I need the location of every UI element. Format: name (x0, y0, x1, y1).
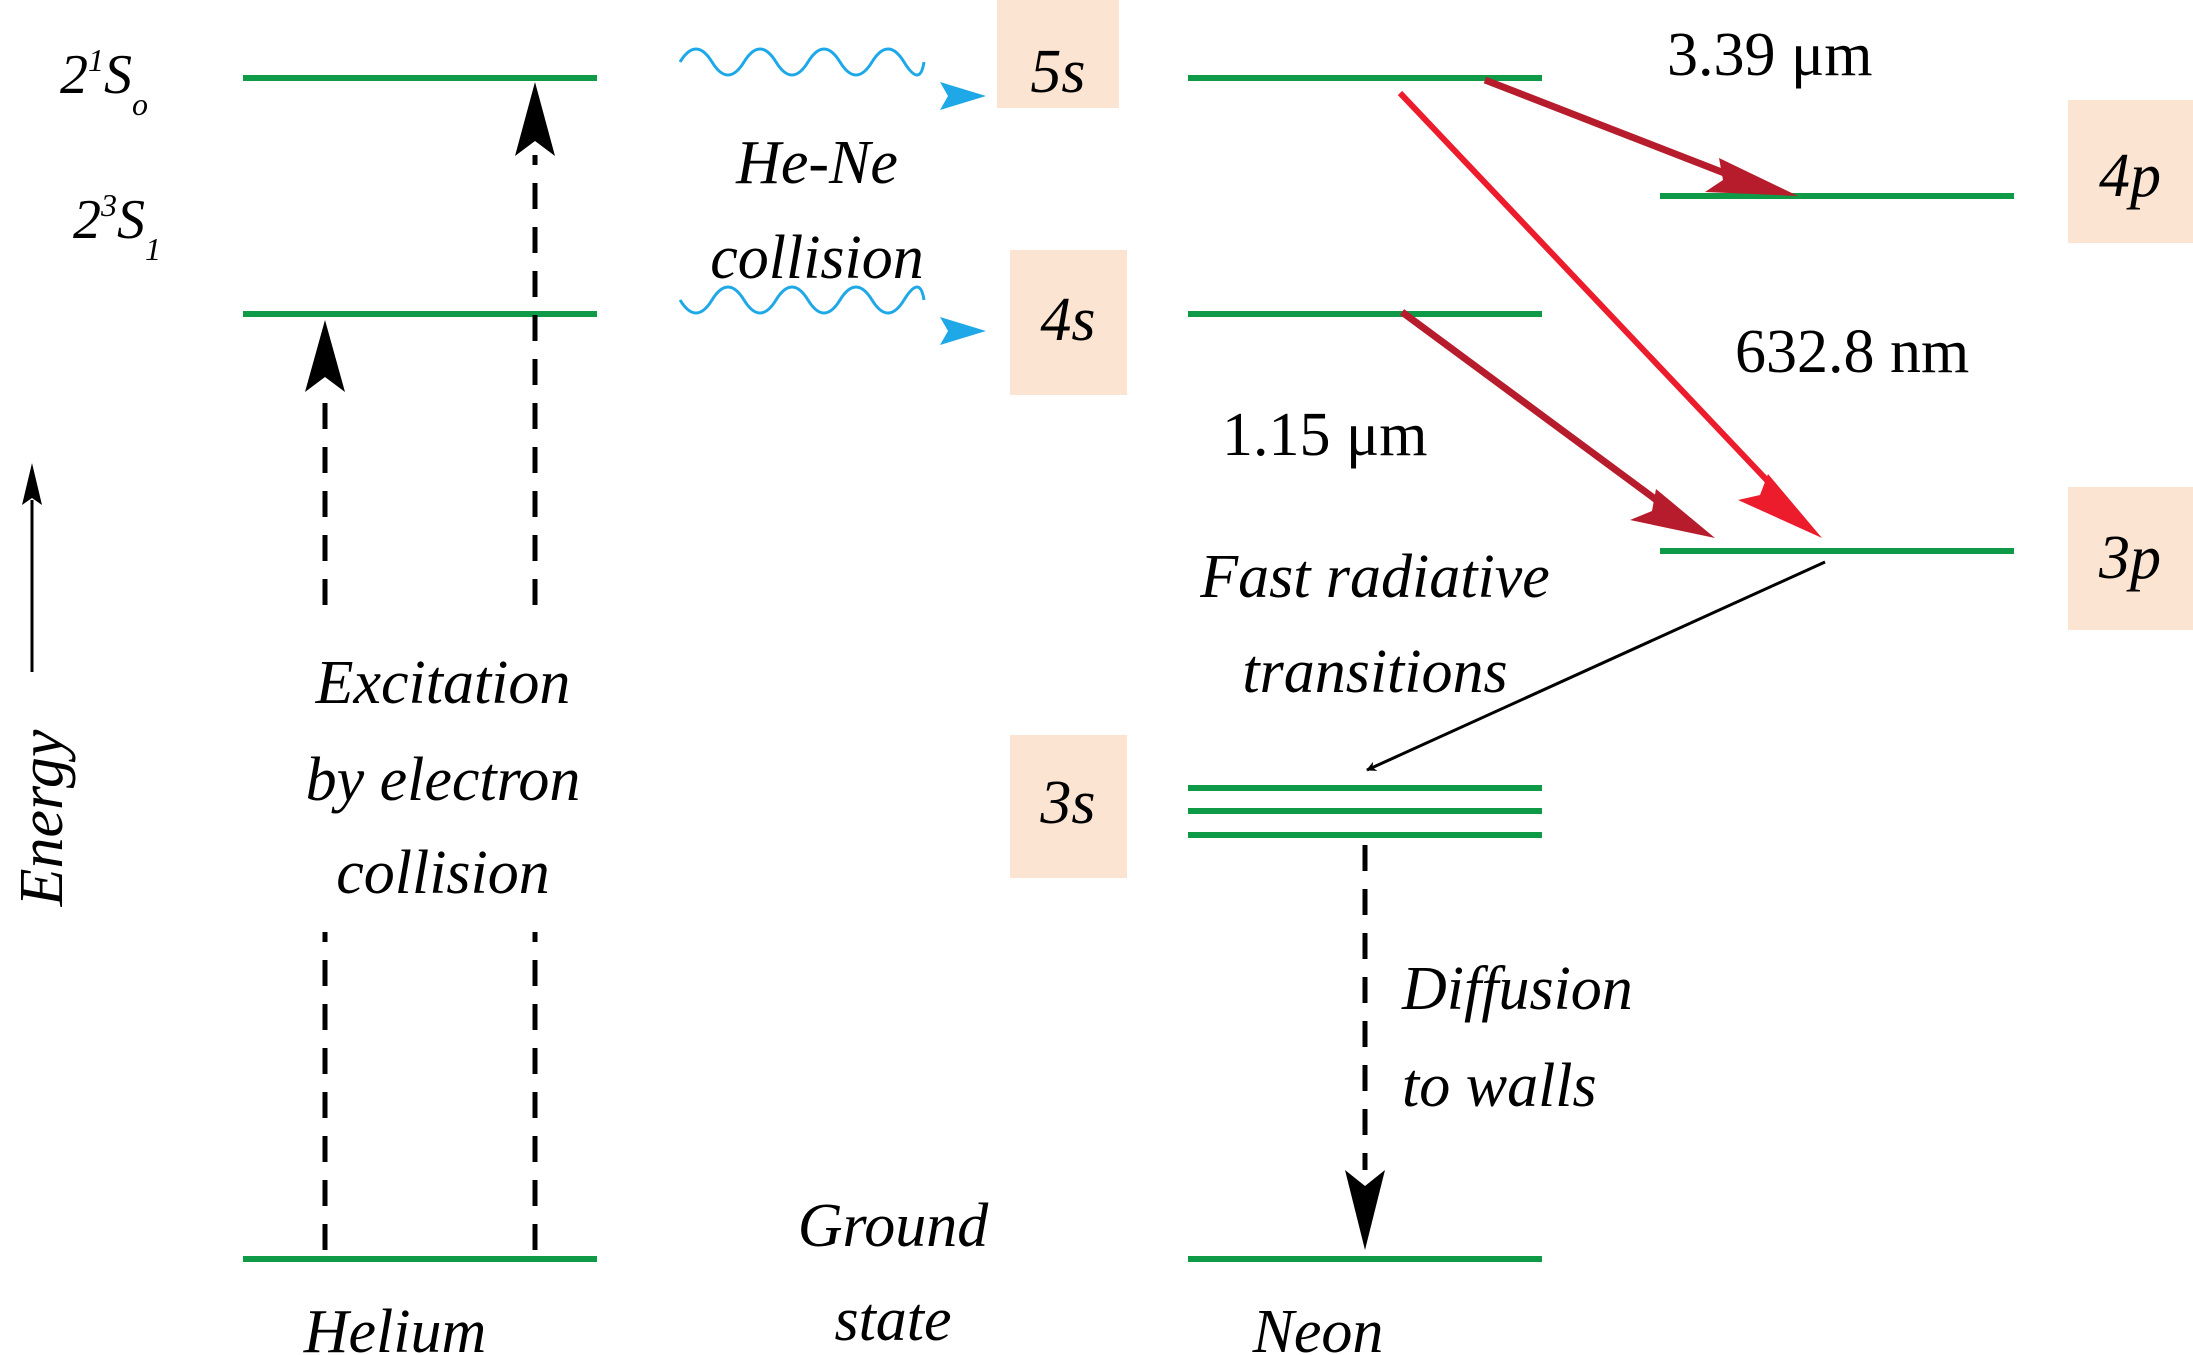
neon-4p-label: 4p (2068, 100, 2193, 243)
svg-text:3s: 3s (1039, 769, 1095, 837)
excitation-label-line2: by electron (306, 746, 581, 814)
wavelength-632-8nm: 632.8 nm (1735, 318, 1969, 386)
ground-state-label-line2: state (834, 1286, 951, 1354)
excitation-arrow-left (305, 320, 345, 1250)
transition-arrow-632-8nm (1397, 90, 1822, 538)
neon-3p-label: 3p (2068, 487, 2193, 630)
ground-state-label-line1: Ground (798, 1192, 990, 1260)
neon-5s-label: 5s (997, 0, 1119, 108)
helium-label: Helium (303, 1298, 487, 1355)
svg-text:4s: 4s (1040, 286, 1095, 354)
diffusion-label-line2: to walls (1402, 1052, 1597, 1120)
excitation-label-line3: collision (336, 839, 550, 907)
neon-4s-label: 4s (1010, 250, 1127, 395)
svg-text:3p: 3p (2098, 524, 2161, 592)
transition-arrow-3-39um (1483, 76, 1798, 196)
svg-text:4p: 4p (2099, 142, 2161, 210)
neon-3s-label: 3s (1010, 735, 1127, 878)
neon-label: Neon (1252, 1298, 1384, 1355)
wavelength-3-39um: 3.39 μm (1667, 21, 1872, 89)
collision-label-line2: collision (710, 224, 924, 292)
transition-arrow-1-15um (1399, 309, 1715, 538)
energy-axis-arrow (22, 463, 42, 672)
diffusion-arrow (1345, 845, 1385, 1250)
helium-state-lower-label: 23S1 (73, 187, 161, 267)
energy-axis-label: Energy (8, 729, 76, 907)
collision-label-line1: He-Ne (735, 129, 898, 197)
excitation-label-line1: Excitation (315, 649, 571, 717)
collision-wave-lower (678, 285, 986, 345)
helium-state-upper-label: 21So (60, 42, 148, 122)
neon-level-3s-band (1188, 785, 1542, 838)
fast-radiative-arrow (1366, 560, 1826, 772)
excitation-arrow-right (515, 82, 555, 1250)
svg-text:5s: 5s (1030, 38, 1085, 106)
wavelength-1-15um: 1.15 μm (1222, 401, 1427, 469)
fast-radiative-label-line2: transitions (1242, 638, 1507, 706)
fast-radiative-label-line1: Fast radiative (1199, 543, 1550, 611)
collision-wave-upper (678, 47, 986, 110)
diffusion-label-line1: Diffusion (1401, 955, 1633, 1023)
